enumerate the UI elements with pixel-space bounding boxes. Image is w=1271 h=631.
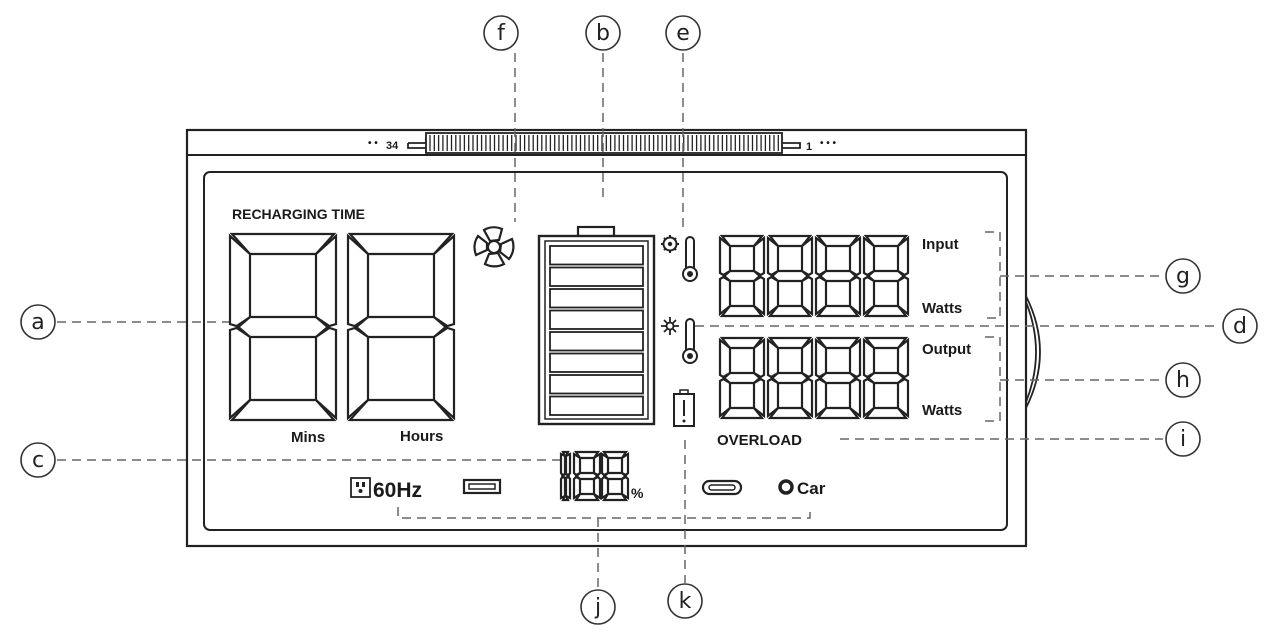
ruler-ticks — [429, 135, 779, 151]
callout-k: k — [667, 583, 703, 619]
scale-left-label: 34 — [386, 140, 399, 152]
input-watts-display — [718, 234, 910, 318]
output-watts-display — [718, 336, 910, 420]
callout-b: b — [585, 15, 621, 51]
svg-text:d: d — [1233, 314, 1247, 339]
digit-hours — [346, 232, 456, 422]
recharging-time-label: RECHARGING TIME — [232, 206, 365, 222]
car-icon — [778, 479, 794, 495]
svg-text:k: k — [679, 589, 692, 614]
output-watts-label: Watts — [922, 402, 962, 419]
cold-thermometer-icon — [661, 235, 698, 282]
svg-text:g: g — [1176, 264, 1190, 289]
battery-bars — [549, 245, 644, 416]
ac-outlet-icon — [350, 477, 371, 498]
output-label: Output — [922, 341, 971, 358]
digit-mins — [228, 232, 338, 422]
mins-label: Mins — [291, 429, 325, 446]
callout-d: d — [1222, 308, 1258, 344]
callout-j: j — [580, 589, 616, 625]
callout-g: g — [1165, 258, 1201, 294]
percent-display — [559, 450, 630, 502]
low-battery-icon — [673, 389, 695, 427]
car-label: Car — [797, 479, 826, 498]
svg-text:f: f — [497, 21, 506, 46]
overload-label: OVERLOAD — [717, 432, 802, 449]
svg-text:j: j — [594, 595, 601, 620]
hot-thermometer-icon — [661, 317, 698, 364]
battery-icon — [537, 225, 656, 426]
hz-label: 60Hz — [373, 479, 422, 502]
scale-right-label: 1 — [806, 141, 812, 153]
svg-text:h: h — [1176, 368, 1190, 393]
svg-text:• •: • • — [368, 138, 378, 149]
usb-c-icon — [701, 479, 743, 496]
svg-text:e: e — [676, 21, 690, 46]
callout-f: f — [483, 15, 519, 51]
svg-text:a: a — [31, 310, 44, 335]
callout-e: e — [665, 15, 701, 51]
leader-lines — [57, 53, 1218, 590]
fan-icon — [473, 226, 515, 268]
recharging-time-display: RECHARGING TIME Mins Hours — [228, 206, 456, 446]
percent-label: % — [631, 485, 644, 501]
svg-text:i: i — [1180, 427, 1186, 452]
callout-h: h — [1165, 362, 1201, 398]
callout-c: c — [20, 442, 56, 478]
svg-text:• • •: • • • — [820, 138, 837, 149]
usb-a-icon — [462, 478, 502, 495]
svg-text:c: c — [32, 448, 44, 473]
input-label: Input — [922, 236, 959, 253]
callout-i: i — [1165, 421, 1201, 457]
svg-text:b: b — [596, 21, 610, 46]
input-watts-label: Watts — [922, 300, 962, 317]
callout-markers: a b c d e f g h i j k — [20, 15, 1258, 625]
callout-a: a — [20, 304, 56, 340]
hours-label: Hours — [400, 428, 443, 445]
